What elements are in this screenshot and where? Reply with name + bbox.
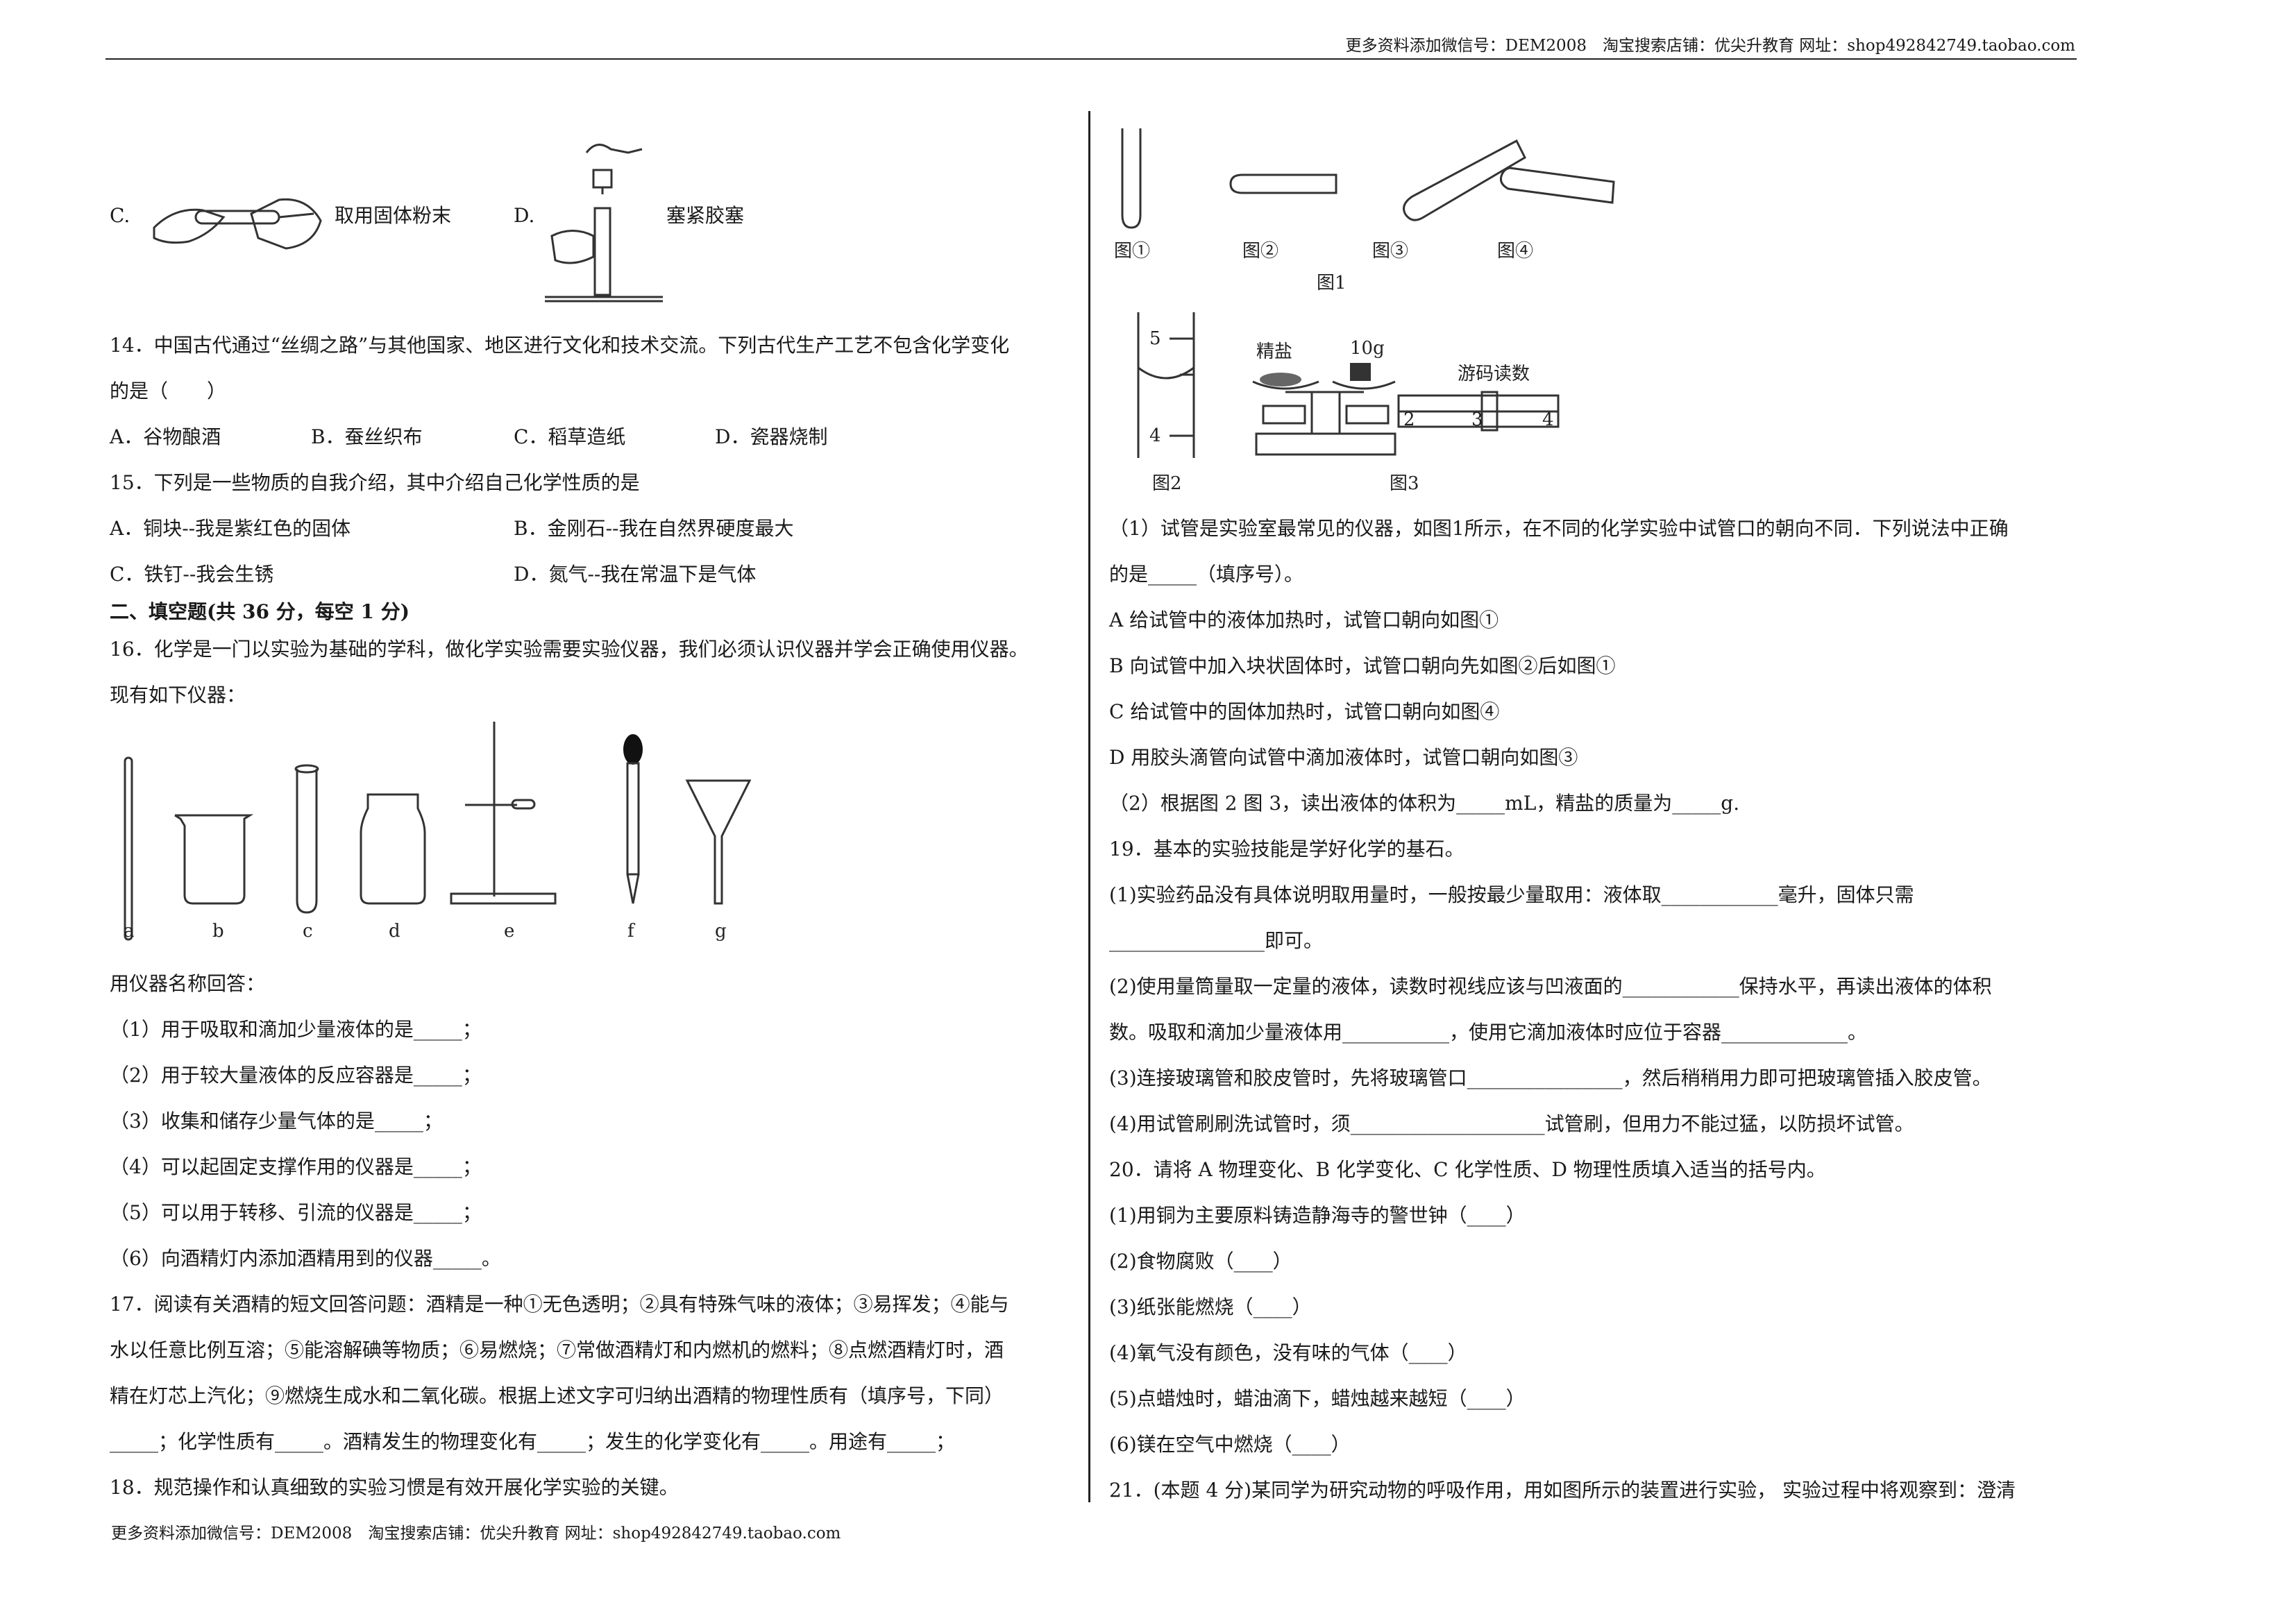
dropper-icon bbox=[623, 734, 643, 904]
q14-option-d: D．瓷器烧制 bbox=[715, 425, 828, 448]
hands-test-tube-illustration bbox=[153, 198, 322, 250]
q15-option-d: D．氮气--我在常温下是气体 bbox=[514, 563, 757, 586]
q20-item-3: (3)纸张能燃烧（____） bbox=[1109, 1295, 1312, 1318]
iron-stand-icon bbox=[450, 722, 557, 905]
fig2-caption: 图2 bbox=[1152, 473, 1182, 494]
q13-option-c-text: 取用固体粉末 bbox=[335, 204, 452, 227]
q19-stem: 19．基本的实验技能是学好化学的基石。 bbox=[1109, 838, 1464, 860]
fig2-tick-5: 5 bbox=[1149, 328, 1161, 349]
lab-instruments-figure: a b c d e f g bbox=[124, 722, 752, 942]
fig3-tick-3: 3 bbox=[1471, 409, 1483, 430]
q14-option-a: A．谷物酿酒 bbox=[110, 425, 221, 448]
q20-item-4: (4)氧气没有颜色，没有味的气体（____） bbox=[1109, 1341, 1467, 1364]
q16-stem-line1: 16．化学是一门以实验为基础的学科，做化学实验需要实验仪器，我们必须认识仪器并学… bbox=[110, 638, 1029, 661]
glass-rod-icon bbox=[124, 756, 133, 941]
q15-stem: 15．下列是一些物质的自我介绍，其中介绍自己化学性质的是 bbox=[110, 471, 640, 494]
page-footer: 更多资料添加微信号：DEM2008 淘宝搜索店铺：优尖升教育 网址：shop49… bbox=[111, 1524, 841, 1543]
fig3-weight-label: 10g bbox=[1350, 338, 1385, 359]
q16-item-3: （3）收集和储存少量气体的是_____； bbox=[110, 1110, 443, 1132]
header-rule bbox=[105, 58, 2077, 60]
beaker-icon bbox=[174, 814, 254, 905]
q19-line-4: 数。吸取和滴加少量液体用___________，使用它滴加液体时应位于容器___… bbox=[1109, 1021, 1868, 1044]
instrument-label-a: a bbox=[124, 921, 135, 942]
rider-scale-icon bbox=[1397, 391, 1560, 432]
fig1-label-3: 图③ bbox=[1372, 241, 1408, 262]
q18-option-c: C 给试管中的固体加热时，试管口朝向如图④ bbox=[1109, 700, 1500, 723]
q15-option-a: A．铜块--我是紫红色的固体 bbox=[110, 517, 351, 540]
q18-p1-line1: （1）试管是实验室最常见的仪器，如图1所示，在不同的化学实验中试管口的朝向不同．… bbox=[1109, 517, 2009, 540]
q17-line-2: 水以任意比例互溶；⑤能溶解碘等物质；⑥易燃烧；⑦常做酒精灯和内燃机的燃料；⑧点燃… bbox=[110, 1339, 1004, 1361]
q16-item-5: （5）可以用于转移、引流的仪器是_____； bbox=[110, 1201, 482, 1224]
fig1-label-1: 图① bbox=[1114, 241, 1150, 262]
stopper-insertion-illustration bbox=[545, 144, 663, 303]
instrument-label-e: e bbox=[504, 921, 514, 942]
q20-stem: 20．请将 A 物理变化、B 化学变化、C 化学性质、D 物理性质填入适当的括号… bbox=[1109, 1158, 1826, 1181]
column-separator bbox=[1088, 111, 1090, 1502]
fig1-label-4: 图④ bbox=[1497, 241, 1533, 262]
q14-stem-line2: 的是（ ） bbox=[110, 380, 227, 402]
balance-icon bbox=[1252, 363, 1396, 456]
q19-line-1: (1)实验药品没有具体说明取用量时，一般按最少量取用：液体取__________… bbox=[1109, 883, 1914, 906]
q18-p1-line2: 的是_____（填序号）。 bbox=[1109, 563, 1304, 586]
q20-item-2: (2)食物腐败（____） bbox=[1109, 1250, 1292, 1273]
fig2-tick-4: 4 bbox=[1149, 425, 1161, 446]
q18-option-b: B 向试管中加入块状固体时，试管口朝向先如图②后如图① bbox=[1109, 654, 1616, 677]
instrument-label-d: d bbox=[389, 921, 400, 942]
q19-line-2: ________________即可。 bbox=[1109, 929, 1324, 952]
q18-option-d: D 用胶头滴管向试管中滴加液体时，试管口朝向如图③ bbox=[1109, 746, 1578, 769]
q20-item-1: (1)用铜为主要原料铸造静海寺的警世钟（____） bbox=[1109, 1204, 1526, 1227]
fig3-rider-label: 游码读数 bbox=[1458, 364, 1530, 384]
fig3-salt-label: 精盐 bbox=[1256, 341, 1292, 362]
q17-line-1: 17．阅读有关酒精的短文回答问题：酒精是一种①无色透明；②具有特殊气味的液体；③… bbox=[110, 1293, 1009, 1316]
q18-p2: （2）根据图 2 图 3，读出液体的体积为_____mL，精盐的质量为_____… bbox=[1109, 792, 1740, 815]
q21-line: 21．(本题 4 分)某同学为研究动物的呼吸作用，用如图所示的装置进行实验， 实… bbox=[1109, 1479, 2016, 1502]
q17-line-4: _____；化学性质有_____。酒精发生的物理变化有_____；发生的化学变化… bbox=[110, 1430, 956, 1453]
q20-item-5: (5)点蜡烛时，蜡油滴下，蜡烛越来越短（____） bbox=[1109, 1387, 1526, 1410]
fig3-tick-4: 4 bbox=[1542, 409, 1554, 430]
instrument-label-b: b bbox=[212, 921, 224, 942]
q14-option-c: C．稻草造纸 bbox=[514, 425, 626, 448]
q13-option-c-letter: C. bbox=[110, 204, 130, 227]
q16-item-1: （1）用于吸取和滴加少量液体的是_____； bbox=[110, 1018, 482, 1041]
figure-3-balance: 精盐 10g 游码读数 2 3 4 图3 bbox=[1252, 338, 1560, 494]
instrument-label-c: c bbox=[303, 921, 313, 942]
instrument-label-f: f bbox=[627, 921, 636, 942]
q18-stem: 18．规范操作和认真细致的实验习惯是有效开展化学实验的关键。 bbox=[110, 1476, 679, 1499]
page-header: 更多资料添加微信号：DEM2008 淘宝搜索店铺：优尖升教育 网址：shop49… bbox=[1345, 37, 2075, 55]
q16-item-2: （2）用于较大量液体的反应容器是_____； bbox=[110, 1064, 482, 1087]
q18-option-a: A 给试管中的液体加热时，试管口朝向如图① bbox=[1109, 609, 1499, 631]
q16-stem-line2: 现有如下仪器： bbox=[110, 683, 246, 706]
q16-item-6: （6）向酒精灯内添加酒精用到的仪器_____。 bbox=[110, 1247, 501, 1270]
q13-option-d-letter: D. bbox=[514, 204, 535, 227]
section-2-heading: 二、填空题(共 36 分，每空 1 分) bbox=[110, 600, 410, 623]
q20-item-6: (6)镁在空气中燃烧（____） bbox=[1109, 1433, 1351, 1456]
test-tube-icon bbox=[296, 769, 318, 914]
q14-stem-line1: 14．中国古代通过“丝绸之路”与其他国家、地区进行文化和技术交流。下列古代生产工… bbox=[110, 334, 1010, 357]
q15-option-b: B．金刚石--我在自然界硬度最大 bbox=[514, 517, 794, 540]
figure-2-cylinder: 5 4 图2 bbox=[1137, 312, 1195, 494]
funnel-icon bbox=[685, 779, 752, 905]
gas-bottle-icon bbox=[360, 793, 426, 905]
q19-line-3: (2)使用量筒量取一定量的液体，读数时视线应该与凹液面的____________… bbox=[1109, 975, 1992, 998]
q19-line-6: (4)用试管刷刷洗试管时，须____________________试管刷，但用… bbox=[1109, 1112, 1914, 1135]
fig3-tick-2: 2 bbox=[1403, 409, 1415, 430]
fig3-caption: 图3 bbox=[1390, 473, 1419, 494]
q16-item-4: （4）可以起固定支撑作用的仪器是_____； bbox=[110, 1155, 482, 1178]
fig1-label-2: 图② bbox=[1242, 241, 1278, 262]
fig1-caption: 图1 bbox=[1317, 273, 1347, 294]
q17-line-3: 精在灯芯上汽化；⑨燃烧生成水和二氧化碳。根据上述文字可归纳出酒精的物理性质有（填… bbox=[110, 1384, 1004, 1407]
q19-line-5: (3)连接玻璃管和胶皮管时，先将玻璃管口________________，然后稍… bbox=[1109, 1067, 1992, 1089]
q16-intro: 用仪器名称回答： bbox=[110, 972, 266, 995]
figure-1-test-tubes: 图① 图② 图③ 图④ 图1 bbox=[1114, 128, 1615, 294]
q14-option-b: B．蚕丝织布 bbox=[311, 425, 423, 448]
q13-option-d-text: 塞紧胶塞 bbox=[666, 204, 745, 227]
q15-option-c: C．铁钉--我会生锈 bbox=[110, 563, 274, 586]
instrument-label-g: g bbox=[715, 921, 727, 942]
